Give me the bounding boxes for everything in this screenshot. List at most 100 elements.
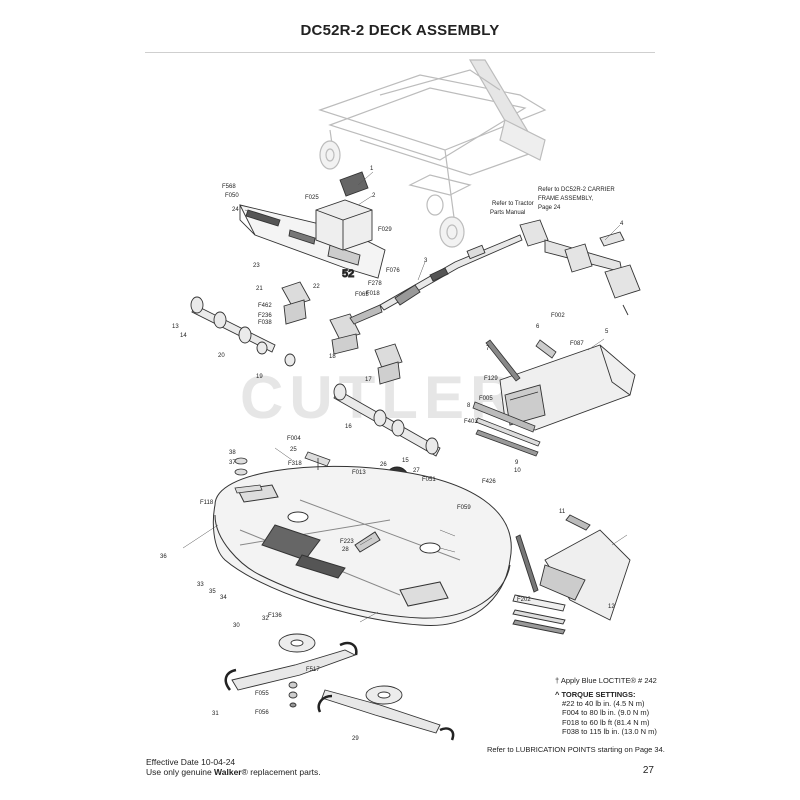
part-label: F038	[258, 320, 272, 326]
part-label: 28	[342, 547, 349, 553]
mower-deck	[212, 465, 512, 627]
part-label: F517	[306, 667, 320, 673]
part-label: 22	[313, 284, 320, 290]
effective-date: Effective Date 10-04-24	[146, 757, 236, 767]
part-label: 38	[229, 450, 236, 456]
part-label: F076	[386, 268, 400, 274]
part-label: F318	[288, 461, 302, 467]
carrier-frame-reference: Refer to DC52R-2 CARRIER FRAME ASSEMBLY,…	[538, 187, 615, 211]
part-label: 13	[172, 324, 179, 330]
part-label: 19	[256, 374, 263, 380]
torque-line: #22 to 40 lb in. (4.5 N m)	[562, 699, 645, 709]
deflector-strips	[472, 339, 557, 457]
spindle-shafts	[190, 296, 441, 457]
part-label: 20	[218, 353, 225, 359]
loctite-note: † Apply Blue LOCTITE® # 242	[555, 676, 657, 685]
part-number-labels: 1 2 3 4 5 6 7 8 9 10 11 12 13 14 15 16 1…	[160, 166, 624, 742]
part-label: 29	[352, 736, 359, 742]
part-label: 9	[515, 460, 519, 466]
brand-name: Walker	[214, 767, 242, 777]
part-label: 17	[365, 377, 372, 383]
gearbox-assemblies	[281, 281, 403, 385]
part-label: F059	[457, 505, 471, 511]
part-label: F018	[366, 291, 380, 297]
part-label: 5	[605, 329, 609, 335]
part-label: 15	[402, 458, 409, 464]
torque-settings: ^ TORQUE SETTINGS: #22 to 40 lb in. (4.5…	[555, 690, 657, 736]
torque-settings-title: ^ TORQUE SETTINGS:	[555, 690, 636, 699]
part-label: 11	[559, 509, 566, 515]
torque-line: F038 to 115 lb in. (13.0 N m)	[562, 726, 657, 736]
blade-rotation-arrows	[224, 641, 455, 741]
belt-shield: 52	[239, 204, 386, 280]
torque-line: F018 to 60 lb ft (81.4 N m)	[562, 717, 650, 727]
part-label: F055	[255, 691, 269, 697]
footer: Effective Date 10-04-24 Use only genuine…	[146, 757, 321, 777]
part-label: 3	[424, 258, 428, 264]
part-label: F129	[484, 376, 498, 382]
part-label: 2	[372, 193, 376, 199]
part-label: F065	[355, 292, 369, 298]
belt-cover	[315, 171, 373, 251]
tractor-ref-line: Refer to Tractor	[492, 201, 534, 207]
part-label: F118	[200, 500, 214, 506]
part-label: F403	[464, 419, 478, 425]
tractor-ref-line: Parts Manual	[490, 210, 525, 216]
part-label: 25	[290, 447, 297, 453]
replacement-parts-note: Use only genuine Walker® replacement par…	[146, 767, 321, 777]
part-label: 27	[413, 468, 420, 474]
part-label: 26	[380, 462, 387, 468]
part-label: F223	[340, 539, 354, 545]
part-label: 34	[220, 595, 227, 601]
part-label: 8	[467, 403, 471, 409]
part-label: F278	[368, 281, 382, 287]
part-label: F002	[551, 313, 565, 319]
part-label: F056	[255, 710, 269, 716]
part-label: 31	[212, 711, 219, 717]
title-divider	[145, 52, 655, 53]
part-label: 35	[209, 589, 216, 595]
part-label: F005	[479, 396, 493, 402]
part-label: F013	[352, 470, 366, 476]
tractor-manual-reference: Refer to Tractor Parts Manual	[490, 201, 534, 216]
lubrication-note: Refer to LUBRICATION POINTS starting on …	[487, 745, 665, 754]
part-label: F462	[258, 303, 272, 309]
part-label: F236	[258, 313, 272, 319]
carrier-ref-line: FRAME ASSEMBLY,	[538, 196, 593, 202]
part-label: F004	[287, 436, 301, 442]
page-number: 27	[642, 765, 654, 776]
part-label: 18	[329, 354, 336, 360]
blade-assemblies	[231, 633, 441, 734]
part-label: 7	[486, 346, 490, 352]
carrier-ref-line: Page 24	[538, 205, 561, 211]
leader-lines	[182, 171, 628, 623]
part-label: 36	[160, 554, 167, 560]
deck-size-decal: 52	[342, 268, 354, 280]
part-label: 16	[345, 424, 352, 430]
part-label: F568	[222, 184, 236, 190]
part-label: 23	[253, 263, 260, 269]
right-gearbox	[519, 219, 641, 316]
carrier-ref-line: Refer to DC52R-2 CARRIER	[538, 187, 615, 193]
replacement-note-prefix: Use only genuine	[146, 767, 215, 777]
part-label: 37	[229, 460, 236, 466]
part-label: 30	[233, 623, 240, 629]
part-label: 6	[536, 324, 540, 330]
part-label: F025	[305, 195, 319, 201]
side-chute	[512, 514, 631, 635]
replacement-note-suffix: ® replacement parts.	[241, 767, 321, 777]
part-label: 33	[197, 582, 204, 588]
carrier-frame	[318, 59, 547, 248]
part-label: 10	[514, 468, 521, 474]
small-hardware	[234, 451, 331, 494]
part-label: F029	[378, 227, 392, 233]
part-label: 4	[620, 221, 624, 227]
part-label: F087	[570, 341, 584, 347]
torque-line: F004 to 80 lb in. (9.0 N m)	[562, 708, 650, 718]
part-label: 12	[608, 604, 615, 610]
part-label: F050	[225, 193, 239, 199]
page-title: DC52R-2 DECK ASSEMBLY	[300, 22, 500, 39]
drive-shaft	[379, 234, 523, 311]
part-label: 21	[256, 286, 263, 292]
